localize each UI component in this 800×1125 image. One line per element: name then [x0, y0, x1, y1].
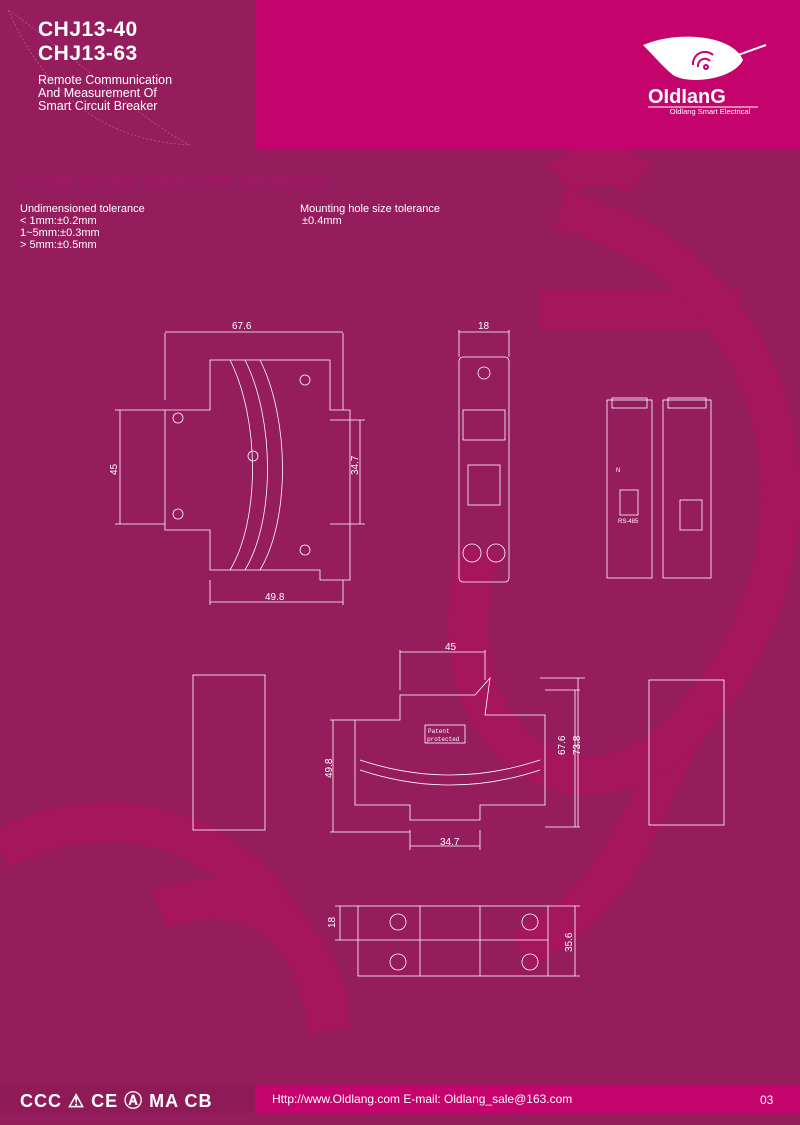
header-left-panel	[0, 0, 255, 150]
n-label: N	[616, 468, 620, 474]
technical-drawings: 67.6 45 34.7 49.8 18 N RS-485 45 49.8 67…	[109, 321, 725, 977]
dim-label: 67.6	[232, 321, 252, 332]
oldlang-logo: OIdIanG	[643, 36, 767, 108]
side-view-2-drawing	[330, 650, 585, 850]
model-name-1: CHJ13-40	[38, 18, 138, 41]
certification-marks: CCC ⚠ CE Ⓐ MA CB	[20, 1091, 213, 1111]
tolerance-line: 1~5mm:±0.3mm	[20, 227, 100, 239]
top-view-drawing	[335, 905, 580, 977]
tolerance-title: Undimensioned tolerance	[20, 203, 145, 215]
brand-subtitle: Oldlang Smart Electrical	[669, 107, 751, 116]
rs485-label: RS-485	[618, 519, 639, 525]
mounting-tolerance-title: Mounting hole size tolerance	[300, 203, 441, 215]
patent-label: Patent	[428, 728, 450, 735]
dim-label: 18	[327, 916, 338, 928]
dim-label: 49.8	[265, 592, 285, 603]
front-view-drawing	[458, 330, 510, 583]
rear-view-2-drawing	[192, 674, 266, 831]
footer-contact: Http://www.Oldlang.com E-mail: Oldlang_s…	[272, 1092, 573, 1106]
tolerance-line: < 1mm:±0.2mm	[20, 215, 97, 227]
rear-view-3-drawing	[648, 679, 725, 826]
dim-label: 45	[445, 642, 457, 653]
mounting-tolerance-value: ±0.4mm	[302, 215, 342, 227]
background-bulb-decoration	[0, 150, 800, 1034]
dim-label: 34.7	[350, 455, 361, 475]
rear-view-drawing	[606, 397, 712, 579]
dim-label: 18	[478, 321, 490, 332]
dim-label: 34.7	[440, 837, 460, 848]
model-name-2: CHJ13-63	[38, 42, 138, 65]
footer-right-panel	[255, 1085, 800, 1113]
dim-label: 35.6	[564, 932, 575, 952]
dim-label: 67.6	[557, 735, 568, 755]
subtitle-line: Remote Communication	[38, 73, 173, 87]
leaf-outline	[7, 8, 191, 146]
brand-logo-text: OIdIanG	[648, 86, 726, 108]
patent-label: protected	[427, 736, 460, 743]
section-title: OUTLINE SIZE AND CONNECTION DIAGRAM (mm)	[20, 172, 329, 187]
dim-label: 49.8	[324, 758, 335, 778]
dim-label: 45	[109, 463, 120, 475]
subtitle-line: Smart Circuit Breaker	[38, 99, 158, 113]
tolerance-line: > 5mm:±0.5mm	[20, 239, 97, 251]
dim-label: 73.8	[572, 735, 583, 755]
footer-left-panel	[0, 1085, 255, 1113]
page-number: 03	[760, 1093, 774, 1107]
subtitle-line: And Measurement Of	[38, 86, 157, 100]
side-view-drawing	[115, 331, 365, 605]
